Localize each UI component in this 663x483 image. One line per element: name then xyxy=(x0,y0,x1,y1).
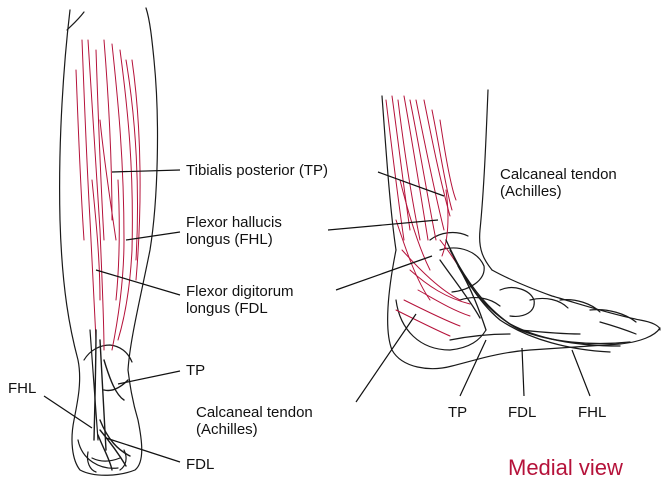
label-calcaneal-tendon-bottom-line1: Calcaneal tendon xyxy=(196,404,313,421)
label-calcaneal-tendon-top: Calcaneal tendon (Achilles) xyxy=(500,166,617,200)
leader-flexor-digitorum xyxy=(96,270,180,295)
posterior-leg-drawing xyxy=(60,8,158,475)
label-flexor-hallucis-longus: Flexor hallucis longus (FHL) xyxy=(186,214,282,248)
leader-fhl-bottom xyxy=(572,350,590,396)
label-flexor-digitorum-longus: Flexor digitorum longus (FDL xyxy=(186,283,294,317)
leader-fhl-left xyxy=(44,396,92,428)
label-flexor-hallucis-line2: longus (FHL) xyxy=(186,231,282,248)
label-flexor-digitorum-line1: Flexor digitorum xyxy=(186,283,294,300)
leader-tp-bottom xyxy=(460,340,486,396)
medial-leg-muscles xyxy=(386,96,470,336)
leader-fdl-left xyxy=(106,438,180,462)
leader-flexor-hallucis-right xyxy=(328,220,438,230)
leader-flexor-digitorum-right xyxy=(336,256,432,290)
leader-calcaneal-bottom xyxy=(356,314,416,402)
label-flexor-hallucis-line1: Flexor hallucis xyxy=(186,214,282,231)
label-fdl-bottom: FDL xyxy=(508,404,536,421)
label-calcaneal-tendon-bottom: Calcaneal tendon (Achilles) xyxy=(196,404,313,438)
label-calcaneal-tendon-top-line1: Calcaneal tendon xyxy=(500,166,617,183)
label-flexor-digitorum-line2: longus (FDL xyxy=(186,300,294,317)
leader-tp-left xyxy=(118,371,180,384)
label-tibialis-posterior: Tibialis posterior (TP) xyxy=(186,162,328,179)
label-fhl-left: FHL xyxy=(8,380,36,397)
label-tp-left: TP xyxy=(186,362,205,379)
leader-fdl-bottom xyxy=(522,348,524,396)
label-calcaneal-tendon-bottom-line2: (Achilles) xyxy=(196,421,313,438)
label-tp-bottom: TP xyxy=(448,404,467,421)
leader-flexor-hallucis xyxy=(126,232,180,240)
view-caption: Medial view xyxy=(508,456,623,480)
label-fhl-bottom: FHL xyxy=(578,404,606,421)
medial-foot-drawing xyxy=(382,90,660,369)
medial-foot-tendons xyxy=(440,240,630,352)
posterior-leg-muscles xyxy=(76,40,140,350)
label-calcaneal-tendon-top-line2: (Achilles) xyxy=(500,183,617,200)
label-fdl-left: FDL xyxy=(186,456,214,473)
